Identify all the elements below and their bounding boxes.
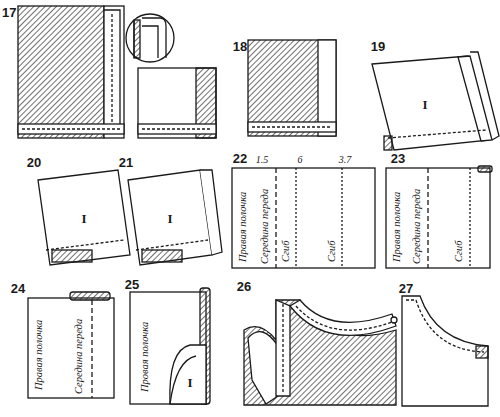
part-label: Правая полочка: [34, 320, 45, 390]
part-label: Провая полочка: [140, 322, 151, 392]
part-mark: I: [81, 212, 86, 225]
dimension: 1.5: [256, 155, 269, 165]
figure-number: 17: [2, 6, 16, 19]
part-label: Середина переда: [260, 189, 271, 264]
part-label: Правая полочка: [392, 192, 403, 262]
figure-number: 21: [119, 156, 133, 169]
part-mark: I: [422, 98, 427, 111]
part-label: Сгиб: [327, 240, 338, 262]
figure-number: 26: [237, 280, 251, 293]
figure-number: 23: [391, 152, 405, 165]
figure-number: 19: [371, 40, 385, 53]
figure-number: 25: [125, 278, 139, 291]
dimension: 6: [298, 155, 303, 165]
figure-number: 18: [233, 40, 247, 53]
part-label: Сгиб: [281, 240, 292, 262]
figure-number: 24: [11, 282, 25, 295]
figure-number: 22: [233, 152, 247, 165]
part-label: Середина переда: [412, 189, 423, 264]
figure-number: 20: [27, 156, 41, 169]
part-mark: I: [167, 212, 172, 225]
figure-number: 27: [399, 282, 413, 295]
part-label: Сгиб: [454, 240, 465, 262]
part-mark: I: [187, 376, 192, 389]
part-label: Середина переда: [74, 319, 85, 394]
dimension: 3.7: [339, 155, 352, 165]
part-label: Правая полочка: [238, 192, 249, 262]
